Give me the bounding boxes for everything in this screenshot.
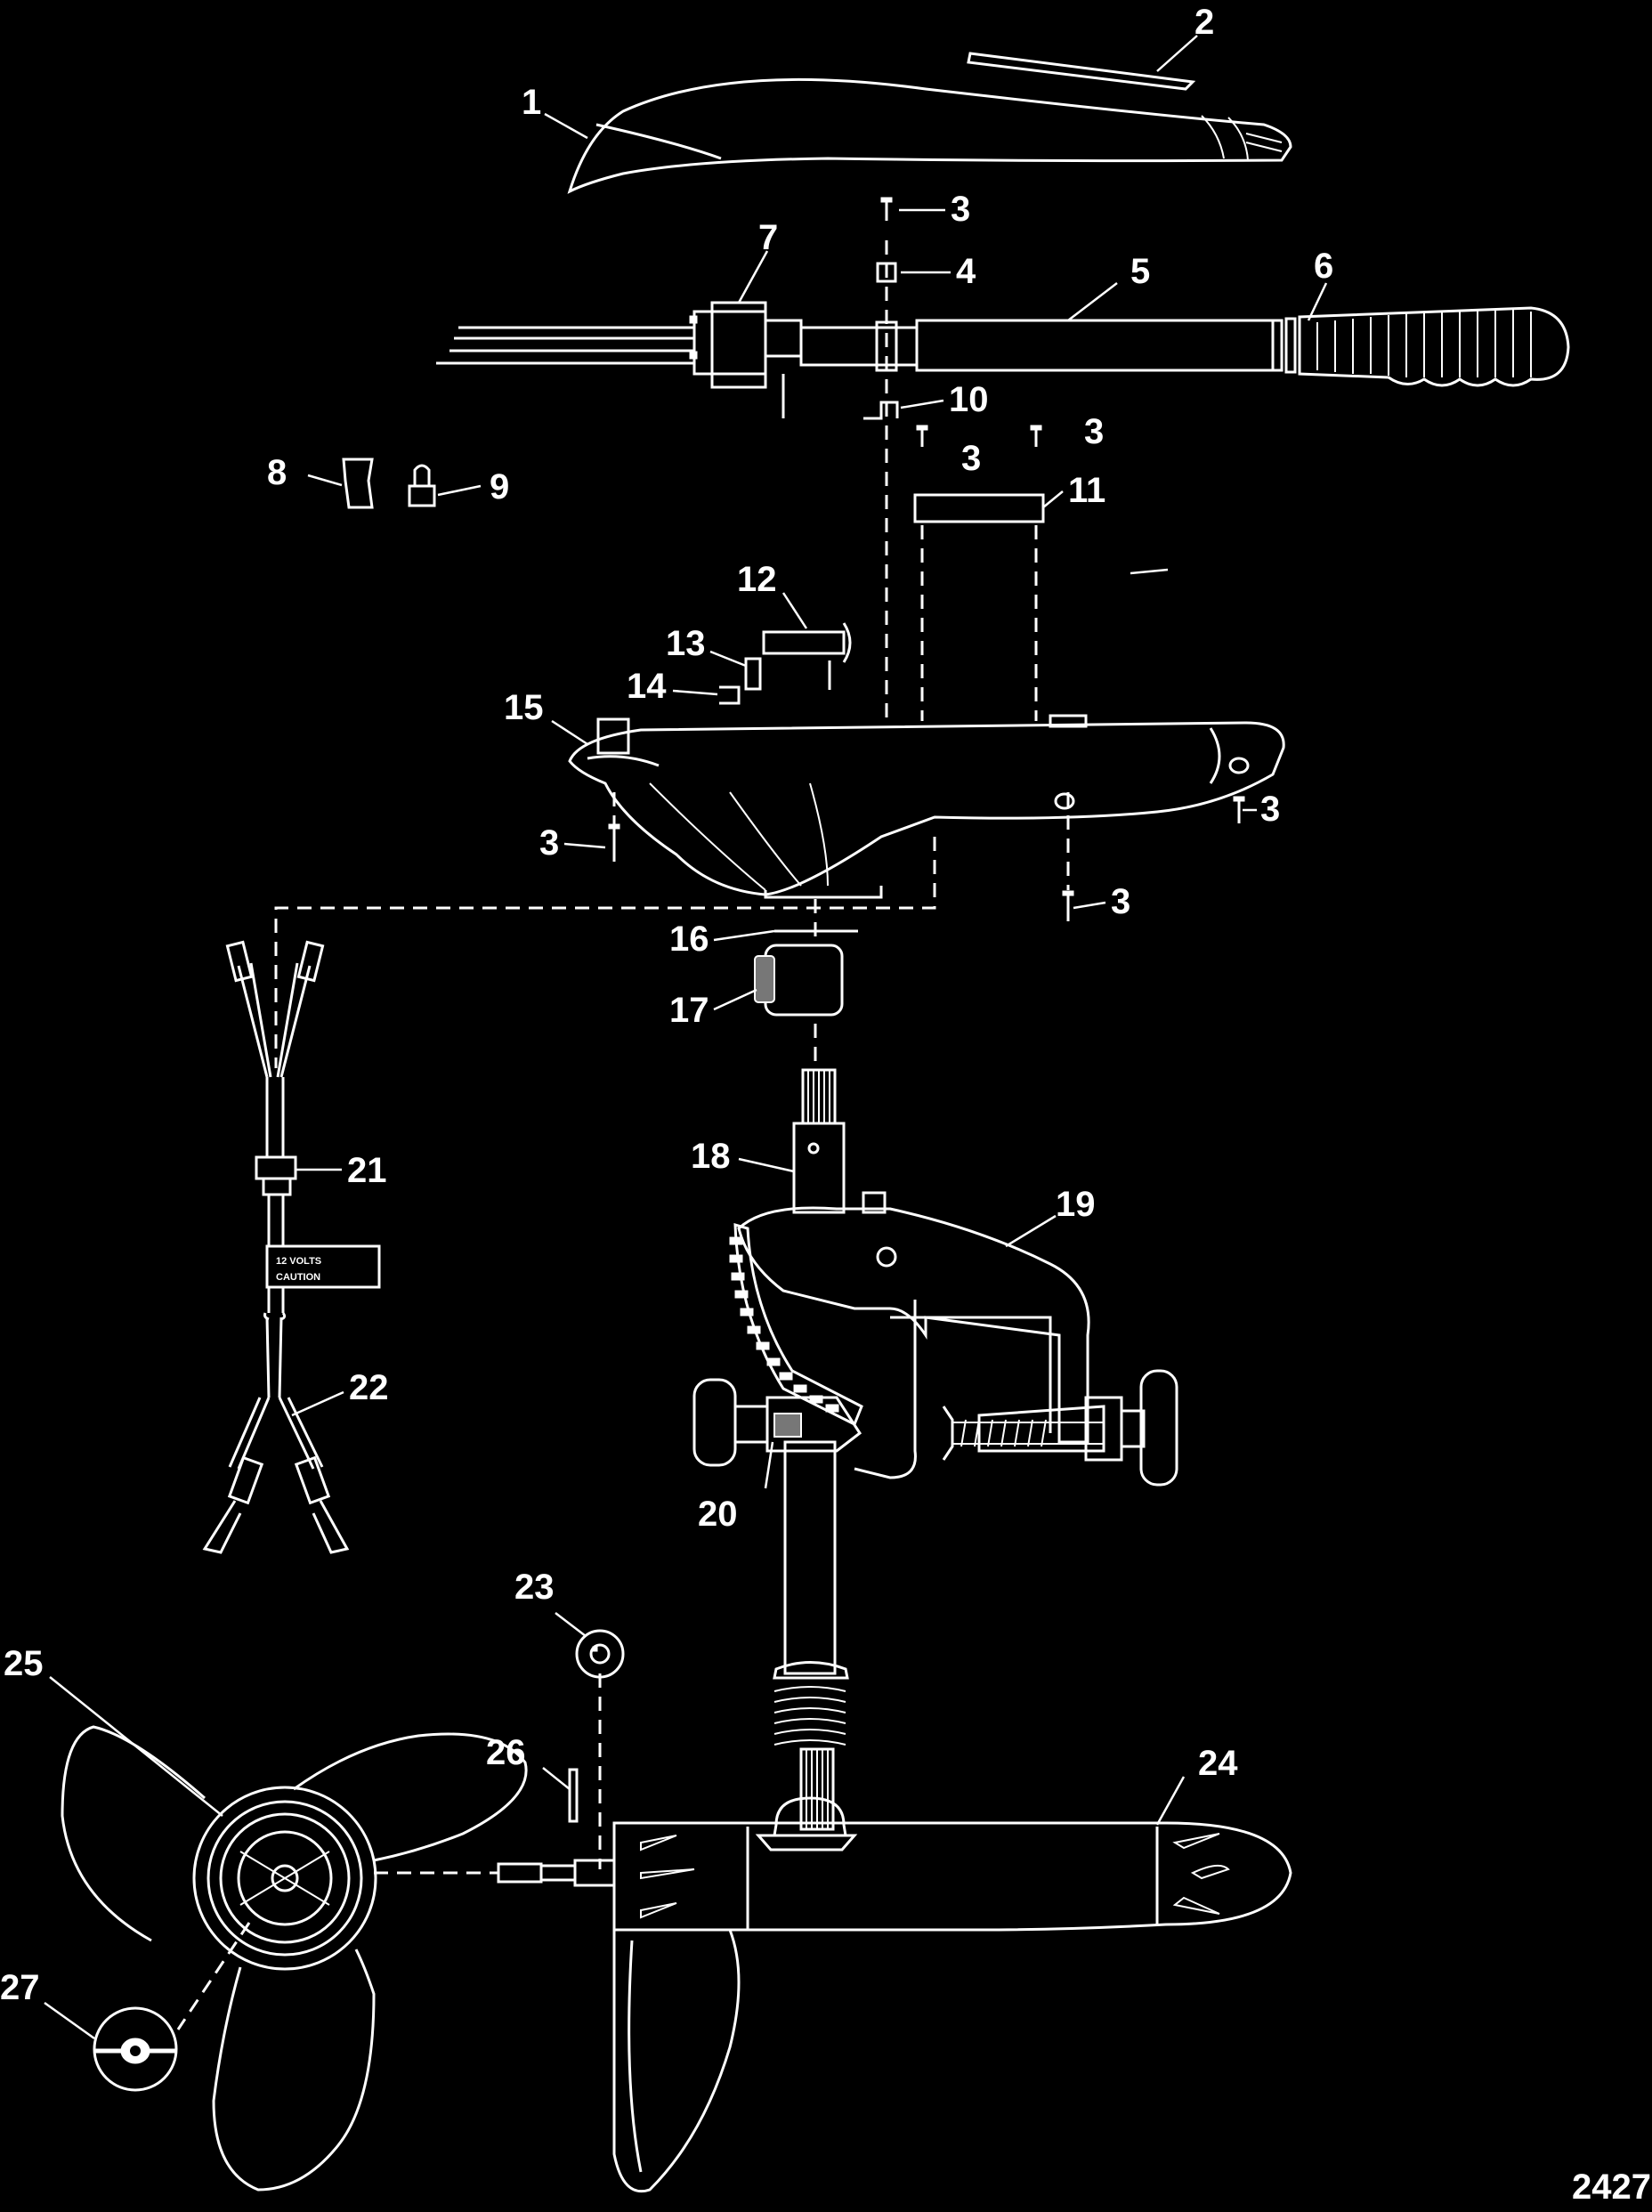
callout-26: 26 <box>486 1733 526 1772</box>
callout-11: 11 <box>1068 471 1105 510</box>
callout-7: 7 <box>758 218 778 257</box>
callout-15: 15 <box>504 688 544 727</box>
callout-labels: 1 2 3 4 5 6 7 8 9 10 3 3 11 12 13 14 15 … <box>0 3 1651 2207</box>
callout-19: 19 <box>1056 1185 1096 1224</box>
callout-13: 13 <box>666 624 706 663</box>
callout-21: 21 <box>347 1151 387 1190</box>
callout-2: 2 <box>1194 3 1214 42</box>
drawing-number: 2427 <box>1572 2167 1651 2207</box>
speed-switch-part <box>436 301 803 418</box>
washer-bushing-parts <box>754 929 858 1017</box>
callout-3c: 3 <box>1084 412 1104 451</box>
lower-motor-part <box>497 1796 1292 2192</box>
callout-10: 10 <box>949 380 989 419</box>
grip-handle-part <box>1271 306 1570 387</box>
cable-label-line-1: 12 VOLTS <box>276 1256 321 1267</box>
callout-25: 25 <box>4 1644 44 1683</box>
callout-17: 17 <box>669 991 709 1030</box>
callout-9: 9 <box>490 467 509 506</box>
steering-shaft-part <box>773 1068 849 1831</box>
leader-lines <box>44 35 1328 2040</box>
cable-label-line-2: CAUTION <box>276 1272 320 1283</box>
drive-pin-part <box>568 1768 579 1823</box>
callout-27: 27 <box>0 1968 40 2007</box>
propeller-part <box>61 1725 528 2192</box>
callout-6: 6 <box>1314 247 1333 286</box>
callout-5: 5 <box>1130 252 1150 291</box>
callout-3e: 3 <box>539 823 559 863</box>
anode-nut-part <box>575 1629 625 1679</box>
tension-collar-part <box>692 1378 862 1467</box>
callout-22: 22 <box>349 1368 389 1407</box>
tiller-tube-part <box>799 319 1275 372</box>
cable-label: 12 VOLTS CAUTION <box>276 1256 321 1283</box>
callout-4: 4 <box>956 252 976 291</box>
small-hardware-parts <box>342 458 436 509</box>
callout-3b: 3 <box>961 439 981 478</box>
callout-16: 16 <box>669 920 709 959</box>
prop-nut-part <box>93 2006 178 2092</box>
callout-18: 18 <box>691 1137 731 1176</box>
callout-20: 20 <box>698 1495 738 1534</box>
alignment-lines <box>176 240 1070 2030</box>
mount-housing-part <box>568 714 1285 899</box>
tension-knob-parts <box>719 622 852 705</box>
callout-1: 1 <box>522 83 541 122</box>
callout-24: 24 <box>1198 1744 1238 1783</box>
callout-12: 12 <box>737 560 777 599</box>
callout-14: 14 <box>627 667 667 706</box>
callout-3a: 3 <box>951 190 970 229</box>
power-cable-part <box>202 940 381 1554</box>
collar-part <box>913 493 1045 523</box>
callout-3d: 3 <box>1260 790 1280 829</box>
callout-3f: 3 <box>1111 882 1130 921</box>
callout-23: 23 <box>514 1568 555 1607</box>
screws <box>608 197 1245 921</box>
clip-parts <box>863 262 899 420</box>
clamp-bracket-part <box>729 1191 1178 1487</box>
decal-strip-part <box>967 52 1196 91</box>
top-cover-part <box>567 77 1292 194</box>
callout-8: 8 <box>267 453 287 492</box>
